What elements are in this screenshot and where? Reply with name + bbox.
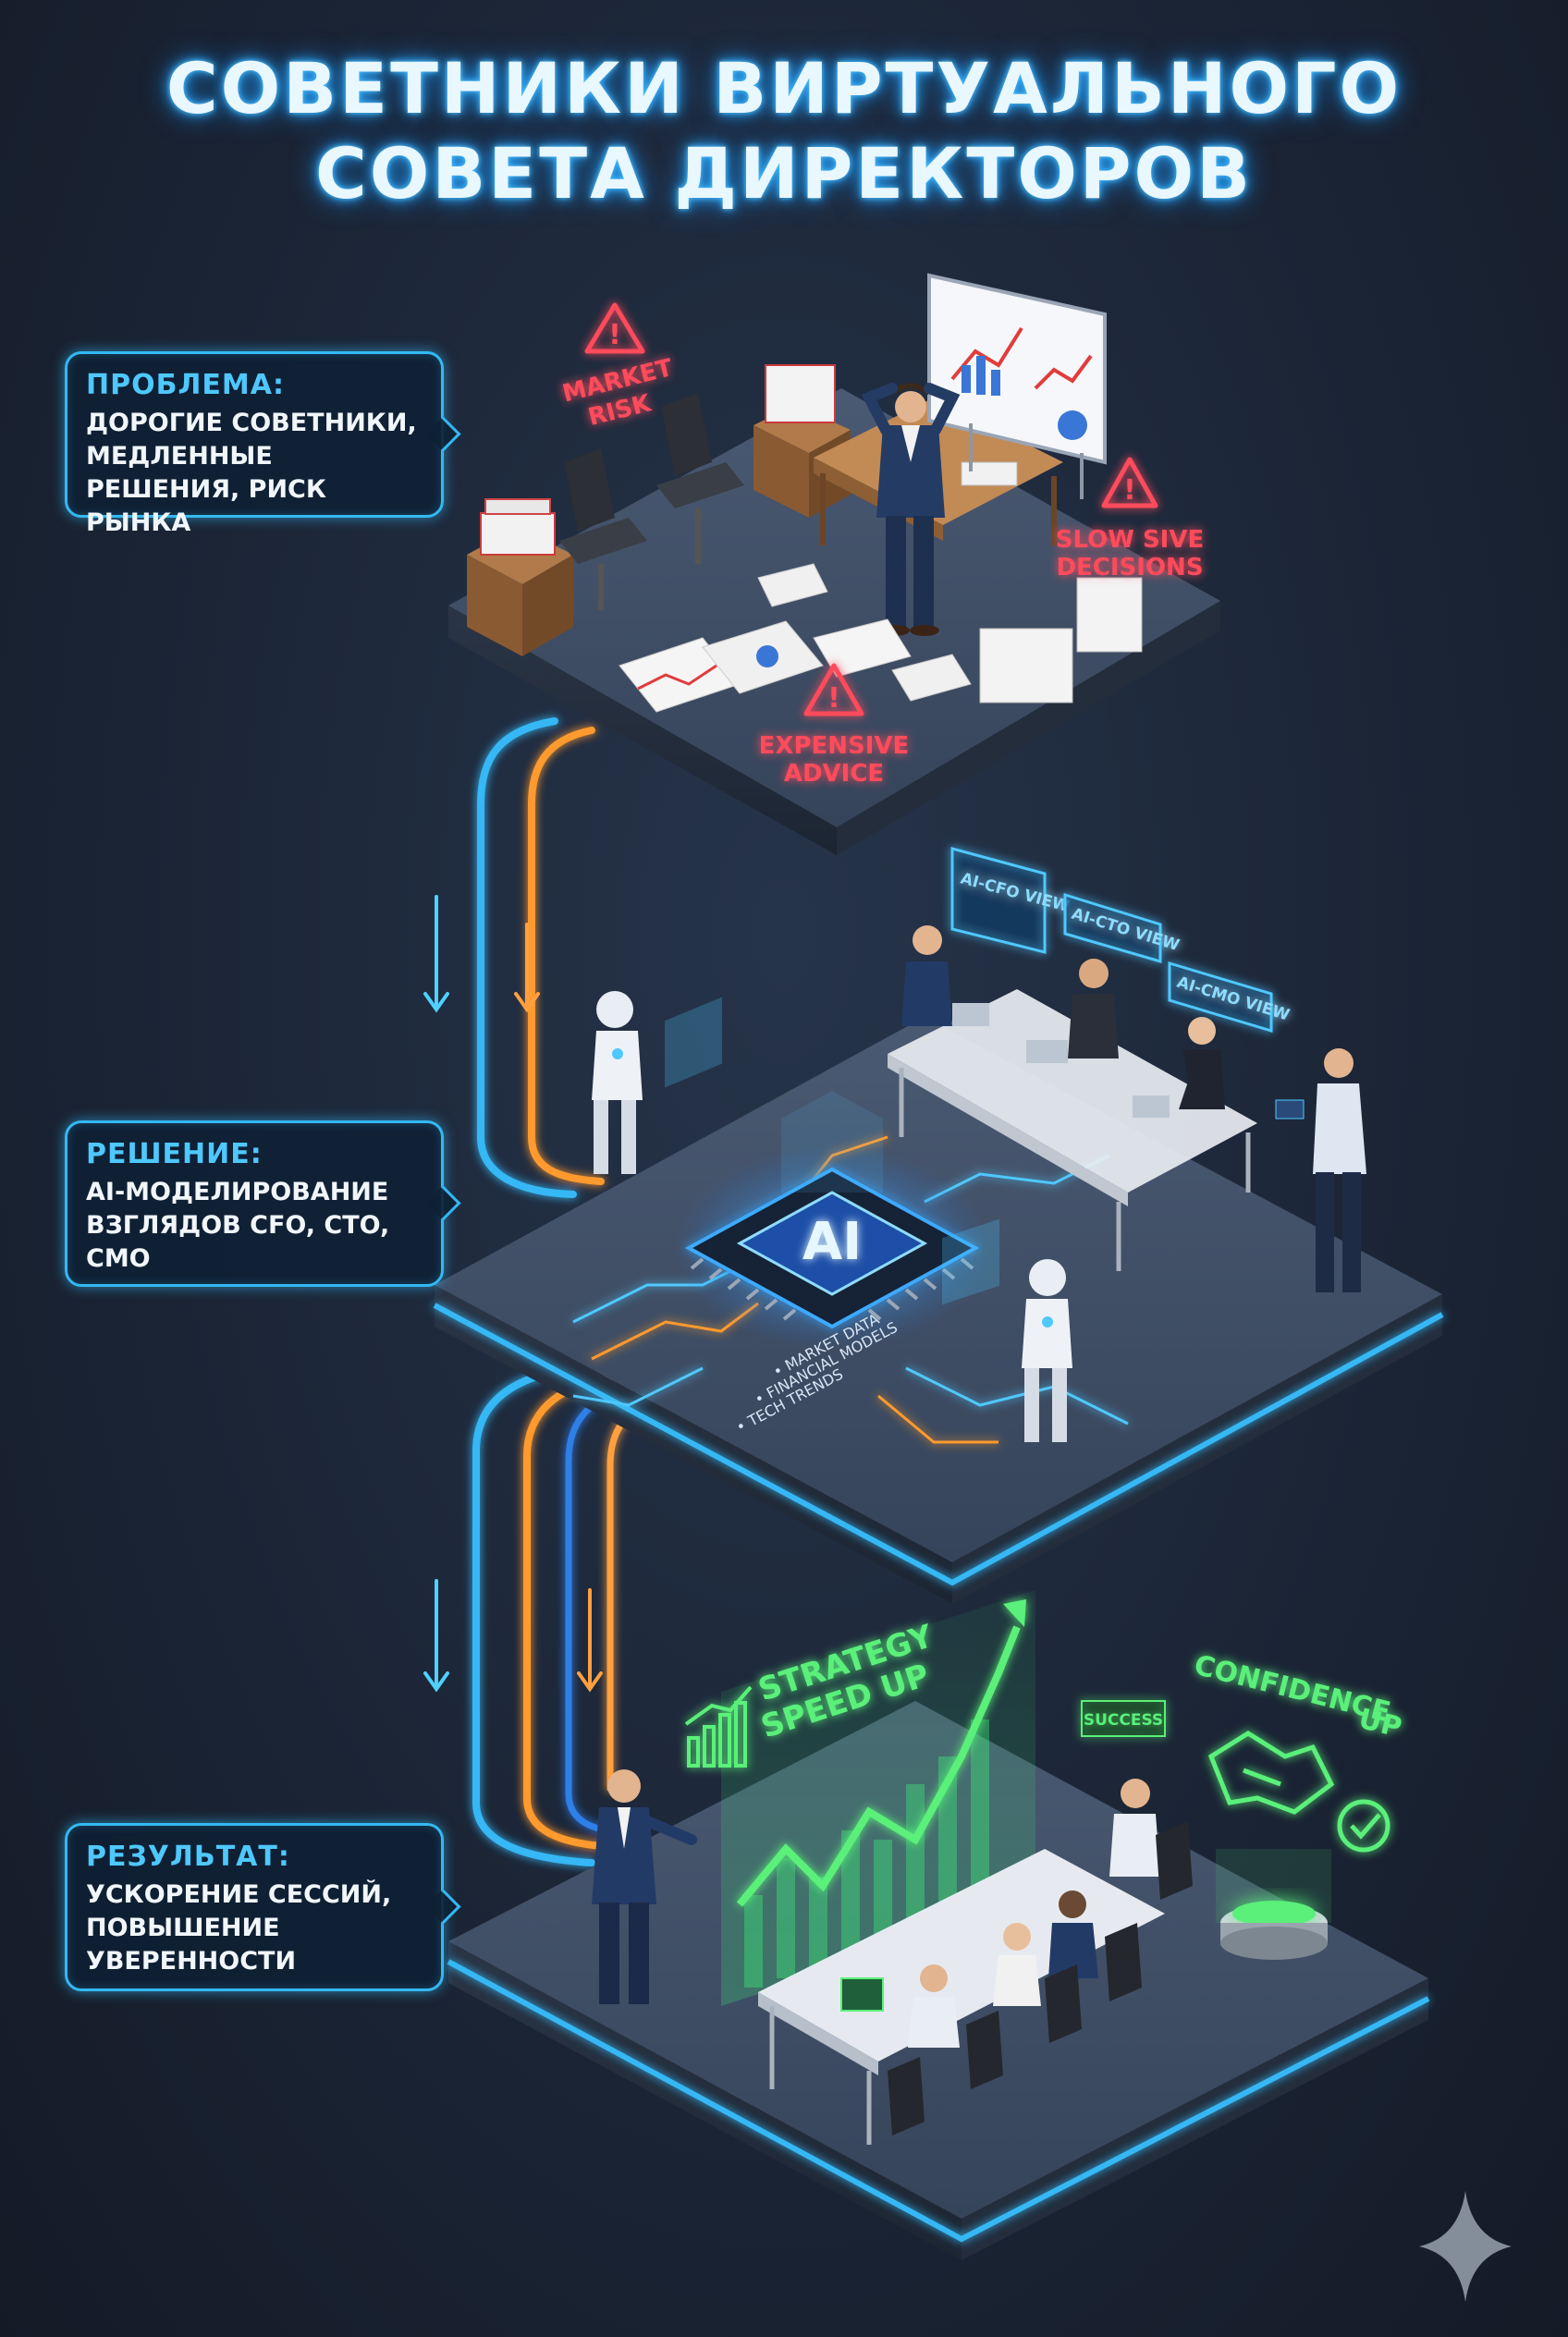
callout-problem: ПРОБЛЕМА: ДОРОГИЕ СОВЕТНИКИ, МЕДЛЕННЫЕ Р… — [65, 351, 444, 537]
platform-problem: ! MARKET RISK ! SLOW SIVE DECISIONS ! EX… — [448, 273, 1220, 855]
arrow-down-icon — [423, 1579, 449, 1693]
title-line-1: СОВЕТНИКИ ВИРТУАЛЬНОГО — [165, 47, 1403, 129]
callout-text: AI-МОДЕЛИРОВАНИЕ ВЗГЛЯДОВ CFO, CTO, CMO — [86, 1178, 390, 1273]
desk — [467, 498, 573, 656]
platform-result: STRATEGY SPEED UP SUCCESS CONFIDENCE UP — [447, 1590, 1430, 2260]
ai-processor-chip: AI — [675, 1091, 989, 1350]
warning-slow-decisions: ! SLOW SIVE DECISIONS — [1056, 457, 1204, 581]
svg-text:SUCCESS: SUCCESS — [1084, 1711, 1163, 1730]
arrow-down-icon — [514, 923, 540, 1013]
ai-chip-label: AI — [802, 1212, 862, 1272]
humanoid-robot — [592, 991, 722, 1174]
success-tag: SUCCESS — [1081, 1700, 1166, 1737]
hologram-projector — [1216, 1849, 1331, 1960]
svg-text:!: ! — [608, 319, 621, 351]
executive-person — [1133, 1017, 1225, 1118]
callout-text: ДОРОГИЕ СОВЕТНИКИ, МЕДЛЕННЫЕ РЕШЕНИЯ, РИ… — [86, 409, 417, 537]
office-chair — [559, 448, 647, 610]
svg-text:!: ! — [827, 682, 840, 715]
executive-person — [901, 925, 989, 1026]
conference-table — [888, 989, 1257, 1271]
warning-expensive-advice: ! EXPENSIVE ADVICE — [759, 663, 910, 788]
warning-label-line2: DECISIONS — [1056, 554, 1203, 581]
scattered-reports — [619, 563, 1143, 713]
callout-heading: ПРОБЛЕМА: — [86, 369, 285, 401]
presenter-person — [592, 1769, 697, 2004]
confidence-up-label: CONFIDENCE UP — [1191, 1649, 1404, 1744]
warning-triangle-icon — [584, 302, 645, 354]
arrow-down-icon — [423, 895, 449, 1013]
confidence-line2: UP — [1355, 1703, 1404, 1744]
callout-heading: РЕШЕНИЕ: — [86, 1138, 263, 1170]
callout-solution: РЕШЕНИЕ: AI-МОДЕЛИРОВАНИЕ ВЗГЛЯДОВ CFO, … — [65, 1120, 444, 1287]
sparkle-icon — [1419, 2191, 1512, 2302]
handshake-icon — [1207, 1731, 1335, 1815]
bar-chart-icon — [684, 1685, 753, 1768]
platform-solution: AI — [433, 847, 1444, 1604]
view-tag-cfo: AI-CFO VIEW — [950, 847, 1072, 954]
arrow-down-icon — [577, 1588, 603, 1693]
team-member — [908, 1964, 960, 2048]
page-title: СОВЕТНИКИ ВИРТУАЛЬНОГО СОВЕТА ДИРЕКТОРОВ — [0, 46, 1568, 216]
office-chair — [656, 393, 744, 564]
view-tag-cto: AI-CTO VIEW — [1063, 892, 1182, 963]
desk — [753, 364, 851, 518]
callout-result: РЕЗУЛЬТАТ: УСКОРЕНИЕ СЕССИЙ, ПОВЫШЕНИЕ У… — [65, 1823, 444, 1991]
meeting-chairs — [888, 1821, 1193, 2135]
callout-heading: РЕЗУЛЬТАТ: — [86, 1841, 290, 1873]
warning-label-line1: EXPENSIVE — [759, 732, 910, 760]
whiteboard — [927, 273, 1107, 499]
team-member — [1109, 1779, 1160, 1877]
warning-market-risk: ! MARKET RISK — [559, 302, 676, 432]
warning-triangle-icon — [1101, 457, 1158, 508]
callout-text: УСКОРЕНИЕ СЕССИЙ, ПОВЫШЕНИЕ УВЕРЕННОСТИ — [86, 1880, 392, 1976]
warning-triangle-icon — [803, 663, 864, 716]
svg-text:!: ! — [1123, 474, 1136, 507]
humanoid-robot — [942, 1218, 1072, 1442]
warning-label-line1: SLOW SIVE — [1056, 526, 1204, 554]
checkmark-icon — [1337, 1799, 1390, 1853]
team-member — [993, 1923, 1041, 2006]
flow-arrows — [423, 895, 603, 1693]
view-tag-cmo: AI-CMO VIEW — [1168, 960, 1292, 1034]
standing-presenter — [1275, 1048, 1366, 1292]
executive-person — [1026, 959, 1119, 1063]
stressed-businessman — [861, 383, 961, 636]
team-member — [1048, 1890, 1098, 1978]
warning-label-line2: ADVICE — [784, 760, 884, 788]
title-line-2: СОВЕТА ДИРЕКТОРОВ — [314, 132, 1254, 214]
